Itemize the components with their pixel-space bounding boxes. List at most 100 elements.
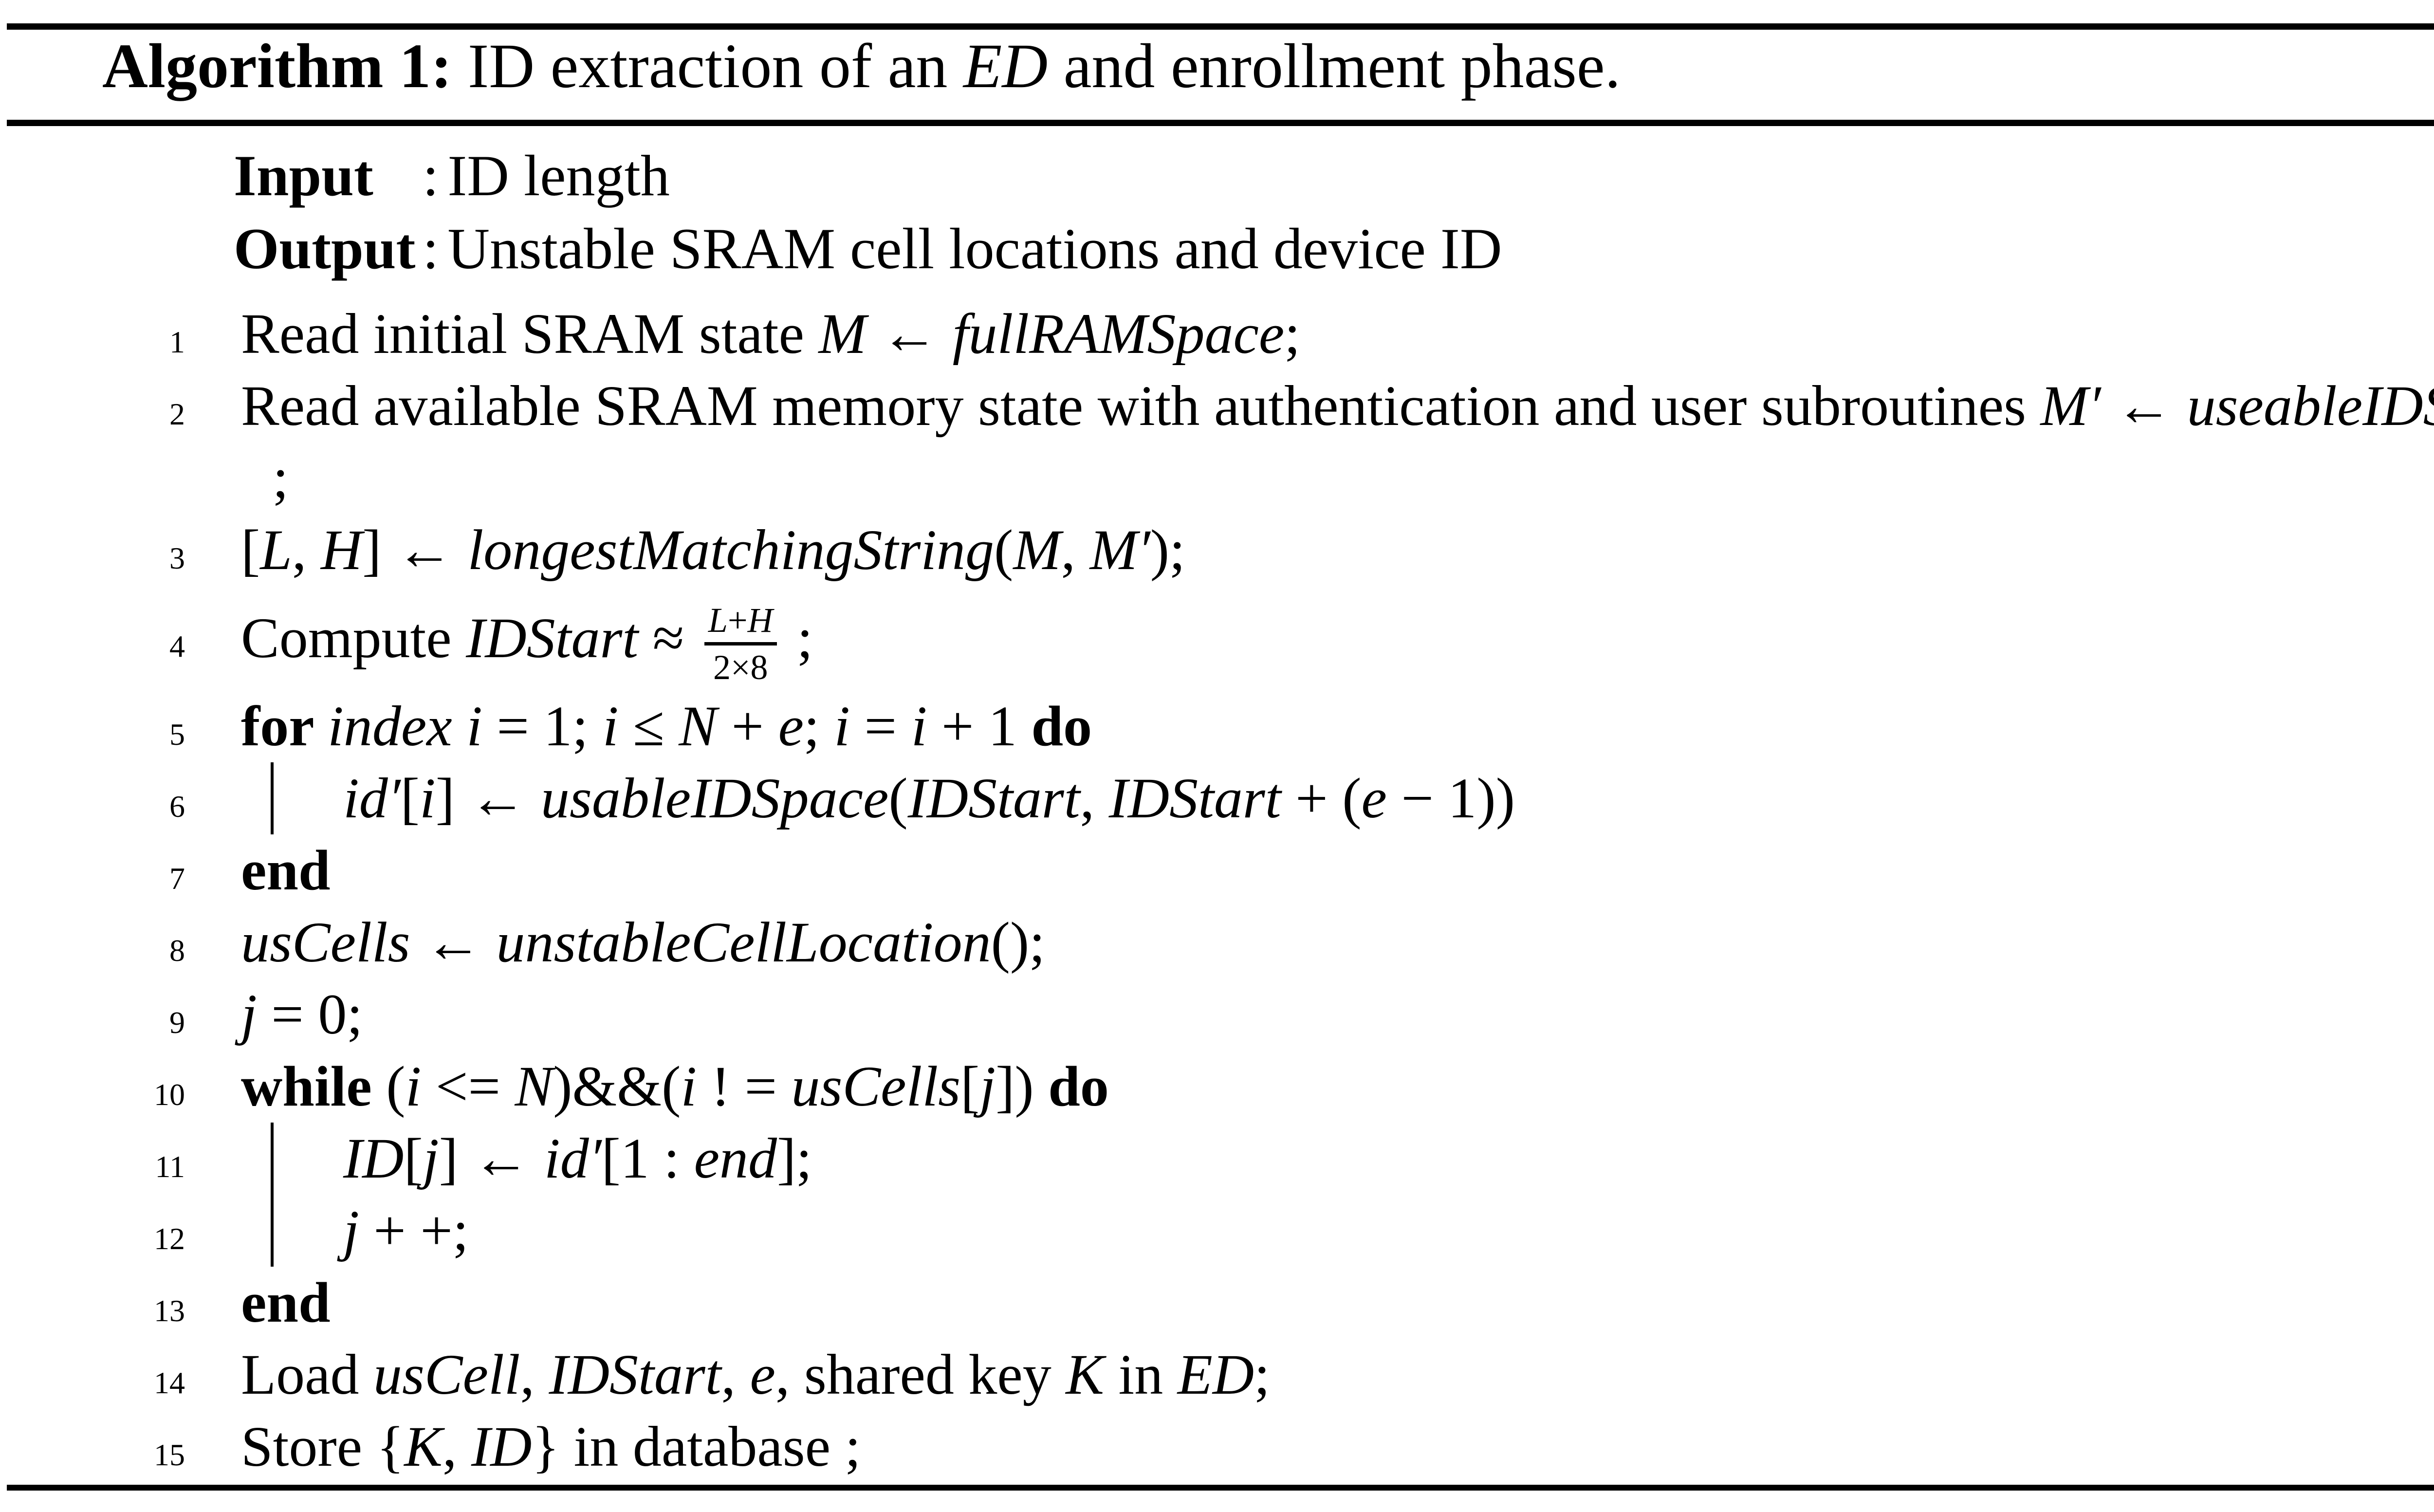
line-number: 9 bbox=[169, 1005, 185, 1040]
text-segment: i bbox=[466, 694, 482, 758]
text-segment: ] ← bbox=[435, 766, 541, 830]
line-content: Read initial SRAM state M ← fullRAMSpace… bbox=[241, 298, 2434, 370]
text-segment: [ bbox=[960, 1054, 980, 1118]
loop-body-bar bbox=[271, 1195, 274, 1267]
text-segment: M′ bbox=[2040, 374, 2101, 438]
text-segment: e bbox=[750, 1343, 775, 1406]
text-segment: in bbox=[1104, 1343, 1178, 1406]
text-segment: longestMatchingString bbox=[467, 518, 995, 582]
text-segment: ≈ bbox=[638, 606, 699, 670]
text-segment: <= bbox=[421, 1054, 515, 1118]
text-segment: ( bbox=[386, 1054, 406, 1118]
output-description: Unstable SRAM cell locations and device … bbox=[447, 216, 1502, 281]
text-segment: , shared key bbox=[775, 1343, 1066, 1406]
text-segment: + +; bbox=[359, 1199, 469, 1262]
line-number: 8 bbox=[169, 933, 185, 968]
line-content: [L, H] ← longestMatchingString(M, M′); bbox=[241, 514, 2434, 586]
text-segment: N bbox=[679, 694, 718, 758]
text-segment: M′ bbox=[1089, 518, 1150, 582]
text-segment: )&&( bbox=[553, 1054, 681, 1118]
io-colon: : bbox=[423, 143, 439, 208]
text-segment: id′ bbox=[343, 766, 401, 830]
fraction-numerator: L+H bbox=[704, 601, 777, 645]
line-number: 11 bbox=[155, 1149, 185, 1184]
text-segment: end bbox=[241, 1271, 331, 1334]
text-segment: IDStart bbox=[907, 766, 1080, 830]
line-number: 1 bbox=[169, 325, 185, 359]
text-segment: [ bbox=[400, 766, 420, 830]
text-segment: + bbox=[727, 600, 748, 640]
text-segment: [1 : bbox=[601, 1126, 694, 1190]
text-segment: ED bbox=[963, 31, 1048, 101]
text-segment: Algorithm 1: bbox=[102, 31, 452, 101]
text-segment: + ( bbox=[1281, 766, 1362, 830]
output-row: Output:Unstable SRAM cell locations and … bbox=[234, 212, 1502, 285]
text-segment: while bbox=[241, 1054, 387, 1118]
text-segment: i bbox=[834, 694, 850, 758]
loop-body-bar bbox=[271, 762, 274, 834]
text-segment: IDStart bbox=[549, 1343, 721, 1406]
fraction-denominator: 2×8 bbox=[704, 645, 777, 686]
text-segment: L bbox=[708, 600, 728, 640]
text-segment: unstableCellLocation bbox=[496, 910, 991, 974]
text-segment: M bbox=[818, 302, 867, 366]
text-segment: , bbox=[1061, 518, 1090, 582]
text-segment: ( bbox=[994, 518, 1014, 582]
text-segment: L bbox=[260, 518, 292, 582]
line-content: end bbox=[241, 834, 2434, 906]
text-segment: (); bbox=[991, 910, 1045, 974]
text-segment: useableIDSpace bbox=[2187, 374, 2434, 438]
text-segment: ); bbox=[1150, 518, 1185, 582]
algorithm-line-11: 11 ID[j] ← id′[1 : end]; bbox=[0, 1123, 2434, 1195]
text-segment: K bbox=[404, 1415, 443, 1478]
io-colon: : bbox=[423, 216, 439, 281]
text-segment: ED bbox=[1177, 1343, 1254, 1406]
text-segment: ← bbox=[866, 302, 953, 366]
text-segment: Read available SRAM memory state with au… bbox=[241, 374, 2041, 438]
text-segment: i bbox=[405, 1054, 422, 1118]
text-segment: Read initial SRAM state bbox=[241, 302, 819, 366]
text-segment: usCells bbox=[241, 910, 410, 974]
text-segment: Compute bbox=[241, 606, 466, 670]
text-segment: = 1; bbox=[482, 694, 603, 758]
text-segment: usCell bbox=[373, 1343, 520, 1406]
text-segment: IDStart bbox=[466, 606, 639, 670]
text-segment: H bbox=[747, 600, 773, 640]
text-segment: ; bbox=[1284, 302, 1301, 366]
line-number: 15 bbox=[154, 1438, 185, 1472]
text-segment: j bbox=[241, 982, 257, 1046]
text-segment: , bbox=[292, 518, 321, 582]
line-content: end bbox=[241, 1267, 2434, 1339]
line-number: 5 bbox=[169, 717, 185, 752]
text-segment: e bbox=[1361, 766, 1387, 830]
algorithm-title: Algorithm 1: ID extraction of an ED and … bbox=[102, 31, 1621, 101]
text-segment: ] ← bbox=[439, 1126, 544, 1190]
text-segment: i bbox=[419, 766, 436, 830]
input-row: Input:ID length bbox=[234, 139, 1502, 212]
text-segment: end bbox=[241, 838, 331, 902]
text-segment: fullRAMSpace bbox=[952, 302, 1285, 366]
text-segment: M bbox=[1013, 518, 1061, 582]
line-content: j = 0; bbox=[241, 978, 2434, 1051]
header-rule bbox=[7, 120, 2434, 126]
line-content: ; bbox=[273, 442, 2434, 514]
text-segment: j bbox=[423, 1126, 439, 1190]
text-segment: ID bbox=[471, 1415, 532, 1478]
text-segment: ; bbox=[273, 446, 289, 510]
line-content: id′[i] ← usableIDSpace(IDStart, IDStart … bbox=[343, 762, 2434, 834]
text-segment: ; bbox=[803, 694, 834, 758]
line-content: ID[j] ← id′[1 : end]; bbox=[343, 1123, 2434, 1195]
bottom-rule bbox=[7, 1485, 2434, 1491]
text-segment: [ bbox=[241, 518, 260, 582]
algorithm-line-3: 3[L, H] ← longestMatchingString(M, M′); bbox=[0, 514, 2434, 586]
